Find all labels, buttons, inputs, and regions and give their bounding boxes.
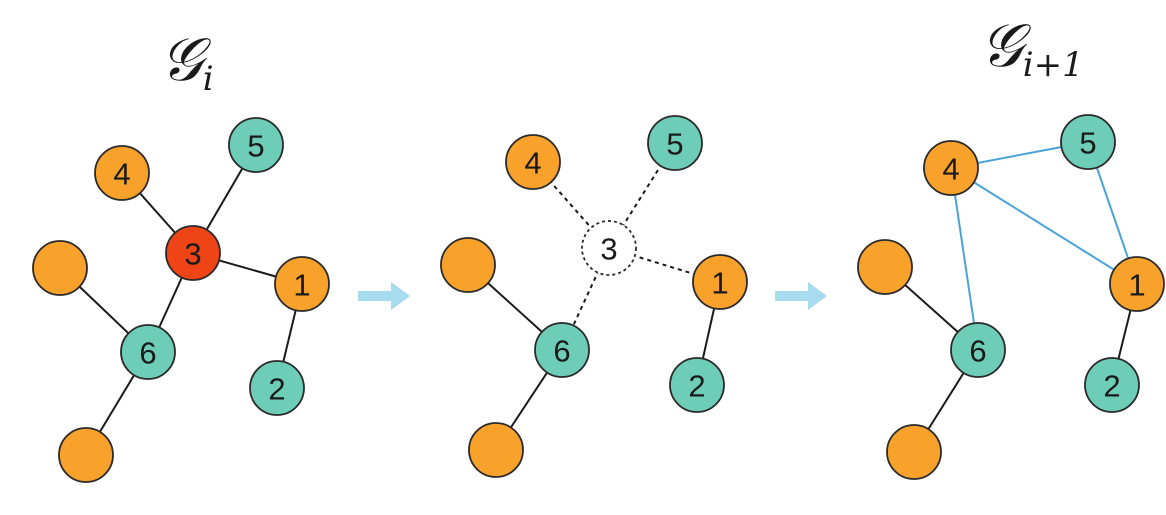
node-circle — [505, 134, 561, 190]
node-label: 4 — [524, 146, 541, 181]
node-2: 2 — [1084, 357, 1140, 413]
node-circle — [886, 424, 942, 480]
node-circle — [581, 220, 637, 276]
node-circle — [32, 240, 88, 296]
node-circle — [58, 427, 114, 483]
node-label: 4 — [113, 157, 130, 192]
node-label: 5 — [247, 129, 264, 164]
node-circle — [468, 422, 524, 478]
node-label: 3 — [184, 237, 201, 272]
node-unlabeled-a — [32, 240, 88, 296]
node-1: 1 — [1109, 256, 1165, 312]
node-circle — [923, 140, 979, 196]
node-4: 4 — [923, 140, 979, 196]
title-left: 𝒢i — [160, 25, 214, 99]
panel-before: 4 5 3 1 6 2 — [32, 117, 330, 483]
node-6: 6 — [950, 322, 1006, 378]
title-left-sub: i — [203, 59, 214, 99]
node-unlabeled-b — [468, 422, 524, 478]
node-3: 3 — [581, 220, 637, 276]
node-4: 4 — [94, 145, 150, 201]
panel-after: 4 5 1 6 2 — [857, 114, 1165, 480]
node-unlabeled-b — [886, 424, 942, 480]
arrow-2-icon — [775, 282, 827, 310]
node-1: 1 — [274, 256, 330, 312]
node-label: 6 — [553, 334, 570, 369]
node-2: 2 — [669, 357, 725, 413]
graph-panels: 4 5 3 1 6 2 4 5 3 1 6 2 4 5 1 6 2 — [32, 114, 1165, 483]
node-label: 6 — [969, 334, 986, 369]
node-circle — [1060, 114, 1116, 170]
node-label: 6 — [139, 336, 156, 371]
node-5: 5 — [1060, 114, 1116, 170]
node-circle — [440, 237, 496, 293]
transition-arrows — [358, 282, 827, 310]
node-3: 3 — [165, 225, 221, 281]
node-unlabeled-a — [440, 237, 496, 293]
node-label: 1 — [711, 266, 728, 301]
title-right: 𝒢i+1 — [980, 11, 1084, 85]
edge-4-6 — [950, 167, 979, 351]
node-circle — [1109, 256, 1165, 312]
node-circle — [857, 239, 913, 295]
node-5: 5 — [228, 117, 284, 173]
node-6: 6 — [120, 324, 176, 380]
node-circle — [165, 225, 221, 281]
node-label: 5 — [1079, 126, 1096, 161]
node-label: 2 — [688, 369, 705, 404]
title-right-sub: i+1 — [1023, 45, 1084, 85]
node-circle — [669, 357, 725, 413]
node-label: 4 — [942, 152, 959, 187]
node-4: 4 — [505, 134, 561, 190]
edge-4-1 — [950, 167, 1138, 285]
node-label: 1 — [1128, 268, 1145, 303]
node-1: 1 — [692, 254, 748, 310]
node-circle — [228, 117, 284, 173]
node-label: 2 — [1103, 369, 1120, 404]
node-unlabeled-a — [857, 239, 913, 295]
node-circle — [1084, 357, 1140, 413]
node-circle — [249, 360, 305, 416]
node-circle — [692, 254, 748, 310]
arrow-1-icon — [358, 282, 410, 310]
node-circle — [274, 256, 330, 312]
node-2: 2 — [249, 360, 305, 416]
node-circle — [950, 322, 1006, 378]
node-label: 3 — [600, 232, 617, 267]
node-unlabeled-b — [58, 427, 114, 483]
node-6: 6 — [534, 322, 590, 378]
node-label: 2 — [268, 372, 285, 407]
panel-removed: 4 5 3 1 6 2 — [440, 115, 748, 478]
node-circle — [120, 324, 176, 380]
node-circle — [534, 322, 590, 378]
svg-text:𝒢i+1: 𝒢i+1 — [980, 11, 1084, 85]
node-circle — [647, 115, 703, 171]
node-label: 1 — [293, 268, 310, 303]
node-5: 5 — [647, 115, 703, 171]
svg-text:𝒢i: 𝒢i — [160, 25, 214, 99]
node-label: 5 — [666, 127, 683, 162]
node-circle — [94, 145, 150, 201]
